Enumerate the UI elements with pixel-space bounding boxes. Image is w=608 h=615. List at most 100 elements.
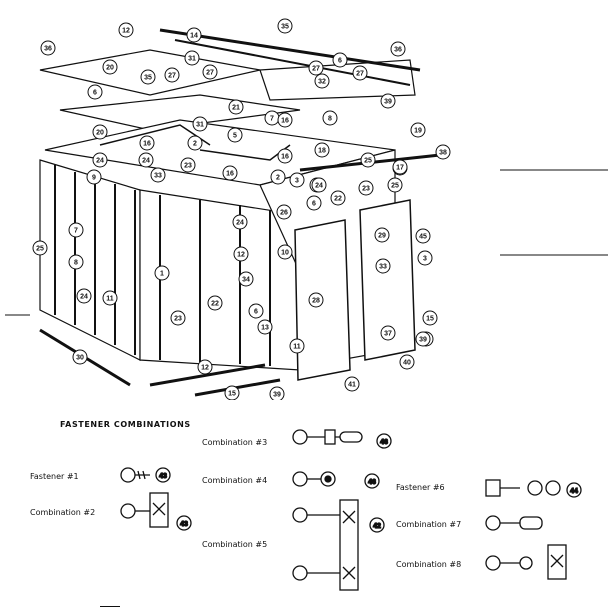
callout-43-marker [155,467,171,483]
roof-ridge-bar-2 [174,39,411,86]
callout-top-37-circle [289,172,305,188]
fastener6-callout: 44 [570,488,578,495]
callout-side-26-label: 12 [201,365,209,372]
callout-side-12-label: 13 [261,325,269,332]
callout-top-18-label: 16 [281,118,289,125]
callout-top-10-label: 6 [338,58,342,65]
callout-side-10-circle [248,303,264,319]
callout-top-22-circle [187,135,203,151]
callout-side-11-label: 23 [174,316,182,323]
callout-top-21-label: 16 [143,141,151,148]
callout-top-14-circle [308,60,324,76]
callout-side-25-circle [399,354,415,370]
callout-top-15-circle [380,93,396,109]
callout-top-42-circle [410,122,426,138]
callout-side-15-label: 24 [236,220,244,227]
base-rail-front-2 [194,378,281,397]
callout-side-1-label: 7 [74,228,78,235]
screw-with-washer-icon [292,471,336,487]
callout-top-7-circle [164,67,180,83]
callout-top-8-label: 31 [188,56,196,63]
fastener1-callout: 43 [159,473,167,480]
callout-side-4-label: 11 [106,296,114,303]
callout-side-5-circle [154,265,170,281]
callout-top-32-circle [277,148,293,164]
callout-top-23-label: 31 [196,122,204,129]
callout-top-7-label: 27 [168,73,176,80]
combination7-label: Combination #7 [396,520,462,529]
fastener1-label: Fastener #1 [30,472,79,481]
callout-top-2-circle [277,18,293,34]
callout-top-39-circle [330,190,346,206]
callout-top-26-circle [222,165,238,181]
screw-sleeve-icon [485,515,543,531]
callout-top-9-label: 27 [206,70,214,77]
callout-top-18-circle [277,112,293,128]
fastener6-label: Fastener #6 [396,483,445,492]
callout-side-13-label: 29 [378,233,386,240]
callout-side-12-circle [257,319,273,335]
callout-top-40-circle [387,177,403,193]
callout-ref-39-label: 39 [273,392,281,399]
callout-side-9-circle [207,295,223,311]
callout-top-39-label: 22 [334,196,342,203]
callout-top-45-label: 26 [280,210,288,217]
callout-top-27-circle [314,142,330,158]
callout-top-5-circle [87,84,103,100]
callout-top-12-label: 32 [318,79,326,86]
callout-side-14-circle [289,338,305,354]
callout-side-26-circle [197,359,213,375]
combination2-label: Combination #2 [30,508,96,517]
callout-top-27-label: 18 [318,148,326,155]
callout-side-6-label: 34 [242,277,250,284]
callout-top-36-circle [138,152,154,168]
callout-side-21-label: 33 [379,264,387,271]
base-rail-front [149,363,266,387]
combination5-callout: 42 [373,523,381,530]
double-screw-plate-icon [292,499,359,591]
callout-side-18-circle [415,228,431,244]
combination5-label: Combination #5 [202,540,268,549]
callout-side-8-label: 10 [281,250,289,257]
callout-side-24-circle [415,331,431,347]
callout-side-15-circle [232,214,248,230]
callout-top-36-label: 24 [142,158,150,165]
roof-ridge-bar [159,28,421,72]
callout-top-45-circle [276,204,292,220]
callout-side-24-label: 39 [419,337,427,344]
callout-side-3-circle [76,288,92,304]
callout-side-19-label: 28 [312,298,320,305]
callout-top-40-label: 25 [391,183,399,190]
callout-top-35-label: 38 [439,150,447,157]
callout-top-46-circle [360,152,376,168]
callout-side-20-label: 3 [423,256,427,263]
callout-top-21-circle [139,135,155,151]
callout-top-35-circle [435,144,451,160]
callout-top-29-label: 9 [92,175,96,182]
callout-top-38-circle [311,177,327,193]
callout-top-30-circle [150,167,166,183]
callout-side-27-label: 15 [228,391,236,398]
callout-top-41-label: 23 [362,186,370,193]
callout-top-11-circle [352,65,368,81]
callout-top-46-label: 25 [364,158,372,165]
callout-top-31-label: 23 [184,163,192,170]
callout-side-21-circle [375,258,391,274]
callout-side-5-label: 1 [160,271,164,278]
callout-top-37-label: 3 [295,178,299,185]
callout-ref-39-circle [269,386,285,400]
combination2-callout: 43 [180,521,188,528]
combination4-label: Combination #4 [202,476,268,485]
callout-top-26-label: 16 [226,171,234,178]
callout-top-19-label: 8 [328,116,332,123]
callout-side-0-label: 25 [36,246,44,253]
callout-side-19-circle [308,292,324,308]
callout-top-4-circle [102,59,118,75]
callout-side-7-label: 12 [237,252,245,259]
callout-top-2-label: 35 [281,24,289,31]
callout-side-10-label: 6 [254,309,258,316]
page-tick-mark [100,606,120,607]
callout-top-6-circle [140,69,156,85]
